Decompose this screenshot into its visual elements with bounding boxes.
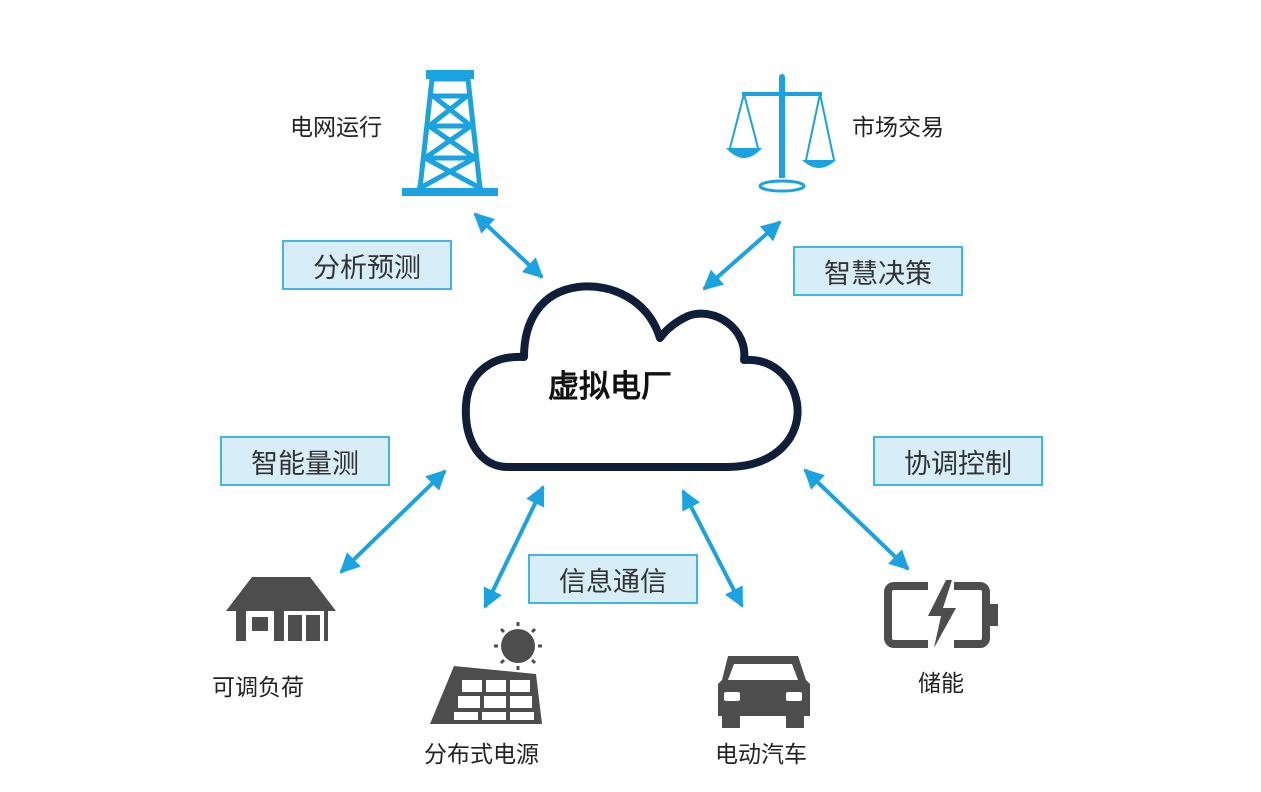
solar-panel-icon: [430, 622, 542, 724]
tag-decision: 智慧决策: [793, 246, 963, 296]
node-label-storage: 储能: [918, 671, 964, 697]
house-icon: [226, 577, 336, 641]
connector-ev: [681, 489, 744, 608]
tag-measurement: 智能量测: [220, 436, 390, 486]
node-label-grid: 电网运行: [290, 115, 382, 141]
power-tower-icon: [402, 70, 498, 196]
node-label-market: 市场交易: [852, 115, 944, 141]
node-label-ev: 电动汽车: [715, 742, 807, 768]
scales-icon: [726, 74, 836, 193]
center-title: 虚拟电厂: [548, 369, 672, 405]
tag-analysis: 分析预测: [282, 240, 452, 290]
connector-market: [702, 220, 782, 291]
car-icon: [718, 656, 810, 728]
battery-icon: [884, 580, 998, 648]
cloud-shape: [461, 282, 802, 471]
tag-control: 协调控制: [873, 436, 1043, 486]
tag-communication: 信息通信: [528, 554, 698, 604]
node-label-solar: 分布式电源: [424, 742, 539, 768]
connector-storage: [803, 468, 910, 571]
connector-load: [339, 469, 447, 574]
connector-solar: [483, 485, 545, 609]
connector-grid: [473, 212, 544, 279]
node-label-load: 可调负荷: [212, 675, 304, 701]
